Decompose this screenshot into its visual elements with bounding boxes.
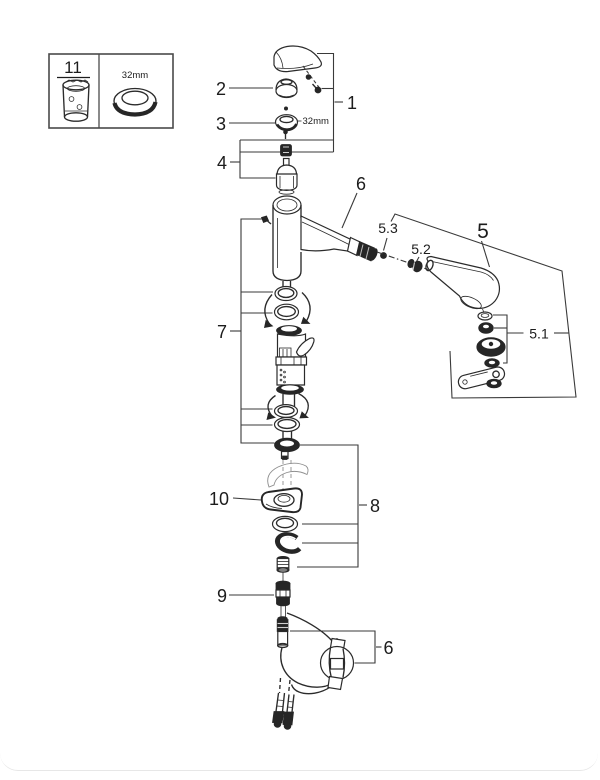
mounting-triangle: 10 (209, 487, 303, 514)
callout-6-hose: 6 (290, 630, 394, 664)
o-ring-1 (274, 285, 298, 302)
handle-screw-set (302, 65, 322, 94)
hose-curves (278, 612, 334, 695)
spout-sleeve (275, 333, 315, 386)
threaded-stud (276, 556, 290, 573)
service-tool-icon (62, 79, 90, 122)
spout-set-screw (260, 215, 272, 225)
callout-8: 8 (297, 444, 380, 568)
callout-5-label: 5 (477, 220, 489, 243)
lever-handle (273, 45, 322, 73)
spray-assembly: 5.3 5.2 5 (376, 213, 577, 399)
o-ring-black (274, 437, 300, 453)
cartridge-screw-nut (280, 144, 292, 157)
callout-4-label: 4 (217, 153, 227, 173)
callout-10-label: 10 (209, 489, 229, 509)
phantom-escutcheon (267, 462, 309, 488)
twist-arrows-lower (266, 392, 309, 421)
callout-7-label: 7 (217, 322, 227, 342)
o-ring-2 (273, 303, 300, 321)
spray-hose-adapter (407, 259, 423, 273)
cartridge-group: 4 (217, 129, 334, 195)
callout-2-label: 2 (216, 79, 226, 99)
cartridge (275, 157, 298, 195)
callout-8-label: 8 (370, 496, 380, 516)
o-ring-3 (273, 404, 299, 419)
callout-1: 1 (317, 52, 357, 152)
callout-1-label: 1 (347, 93, 357, 113)
sleeve-o-ring-dark (276, 384, 304, 395)
callout-3-label: 3 (216, 114, 226, 134)
spout (300, 215, 378, 262)
hose-coupling: 9 (217, 572, 291, 607)
ring-nut-legend-icon: 32mm (112, 70, 158, 117)
spray-head (425, 255, 501, 310)
callout-6-spout-label: 6 (356, 174, 366, 194)
spout-shaft-column (263, 281, 315, 460)
callout-5_2-label: 5.2 (411, 241, 431, 257)
spray-face-parts (457, 308, 506, 390)
legend-size-label: 32mm (122, 70, 148, 81)
hose-fitting (276, 616, 289, 649)
spray-key-tool (457, 366, 506, 390)
callout-5_1-label: 5.1 (529, 326, 549, 342)
callout-6-spout: 6 (341, 174, 366, 229)
twist-arrows-upper (263, 292, 311, 329)
mounting-hardware (271, 515, 302, 573)
ring-size-annotation: 32mm (303, 116, 329, 127)
callout-5_3-label: 5.3 (378, 220, 398, 236)
legend-number: 11 (64, 58, 82, 77)
hose-end-connectors (272, 692, 295, 730)
callout-7: 7 (217, 218, 275, 444)
callout-5_1: 5.1 (493, 314, 569, 364)
base-washer (271, 515, 299, 533)
ring-nut-32mm: 3 32mm (216, 114, 329, 134)
hose-weight (319, 637, 355, 691)
o-ring-4 (273, 416, 301, 433)
faucet-body (272, 195, 302, 282)
handle-cap: 2 (216, 78, 298, 111)
retainer-ring-dark (276, 325, 302, 336)
pullout-hose-assembly: 6 (272, 606, 394, 730)
callout-6-hose-label: 6 (383, 638, 393, 658)
callout-9-label: 9 (217, 586, 227, 606)
legend-box: 11 32mm (48, 53, 174, 129)
horseshoe-clip (274, 532, 302, 554)
shaft-tip (280, 450, 289, 460)
